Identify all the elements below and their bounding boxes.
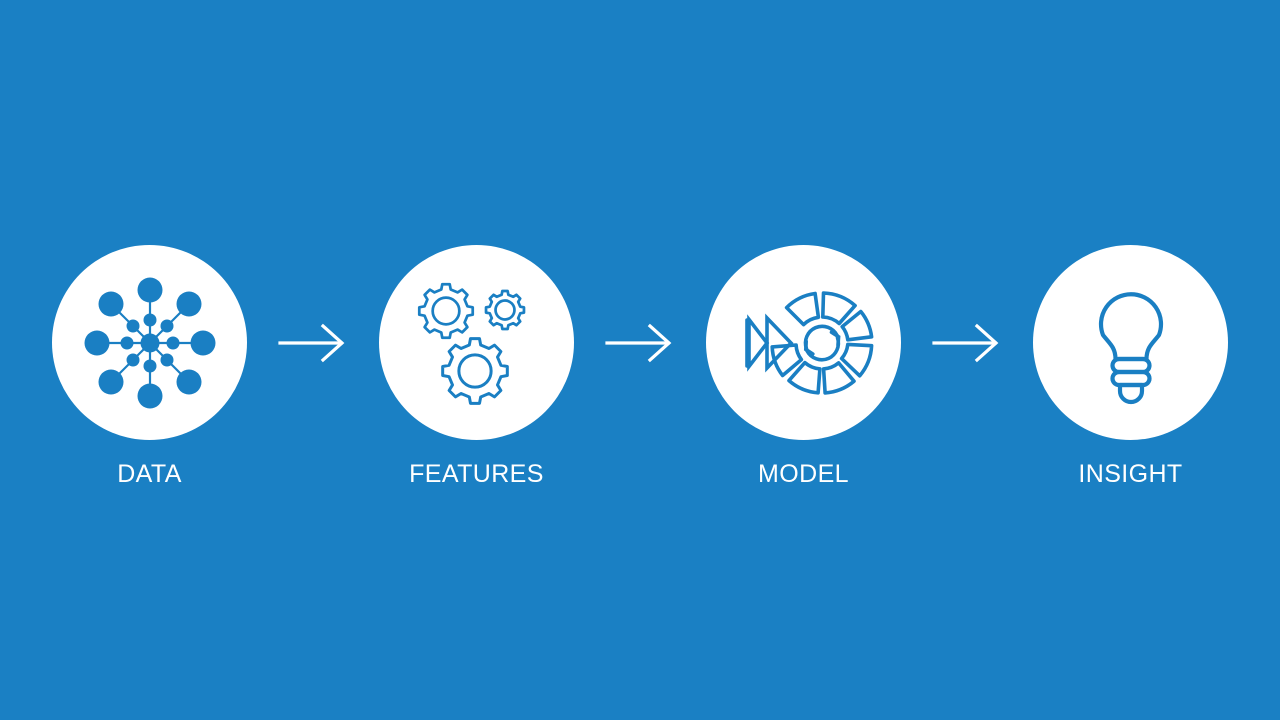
arrow-right-icon [605, 323, 675, 363]
stage-label-features: FEATURES [409, 460, 544, 488]
stage-disc-insight[interactable] [1033, 245, 1228, 440]
connector-data-to-features [257, 245, 369, 440]
stage-disc-features[interactable] [379, 245, 574, 440]
connector-features-to-model [584, 245, 696, 440]
stage-data[interactable]: DATA [42, 245, 257, 487]
stage-label-model: MODEL [758, 460, 849, 488]
stage-insight[interactable]: INSIGHT [1023, 245, 1238, 487]
flow-row: DATA [0, 245, 1280, 487]
gears-icon [412, 278, 542, 408]
segmented-wheel-refresh-icon [734, 278, 874, 408]
stage-disc-data[interactable] [52, 245, 247, 440]
stage-label-insight: INSIGHT [1078, 460, 1183, 488]
stage-model[interactable]: MODEL [696, 245, 911, 487]
stage-label-data: DATA [117, 460, 182, 488]
network-nodes-icon [80, 273, 220, 413]
stage-features[interactable]: FEATURES [369, 245, 584, 487]
stage-disc-model[interactable] [706, 245, 901, 440]
arrow-right-icon [932, 323, 1002, 363]
connector-model-to-insight [911, 245, 1023, 440]
arrow-right-icon [278, 323, 348, 363]
lightbulb-icon [1079, 273, 1183, 413]
